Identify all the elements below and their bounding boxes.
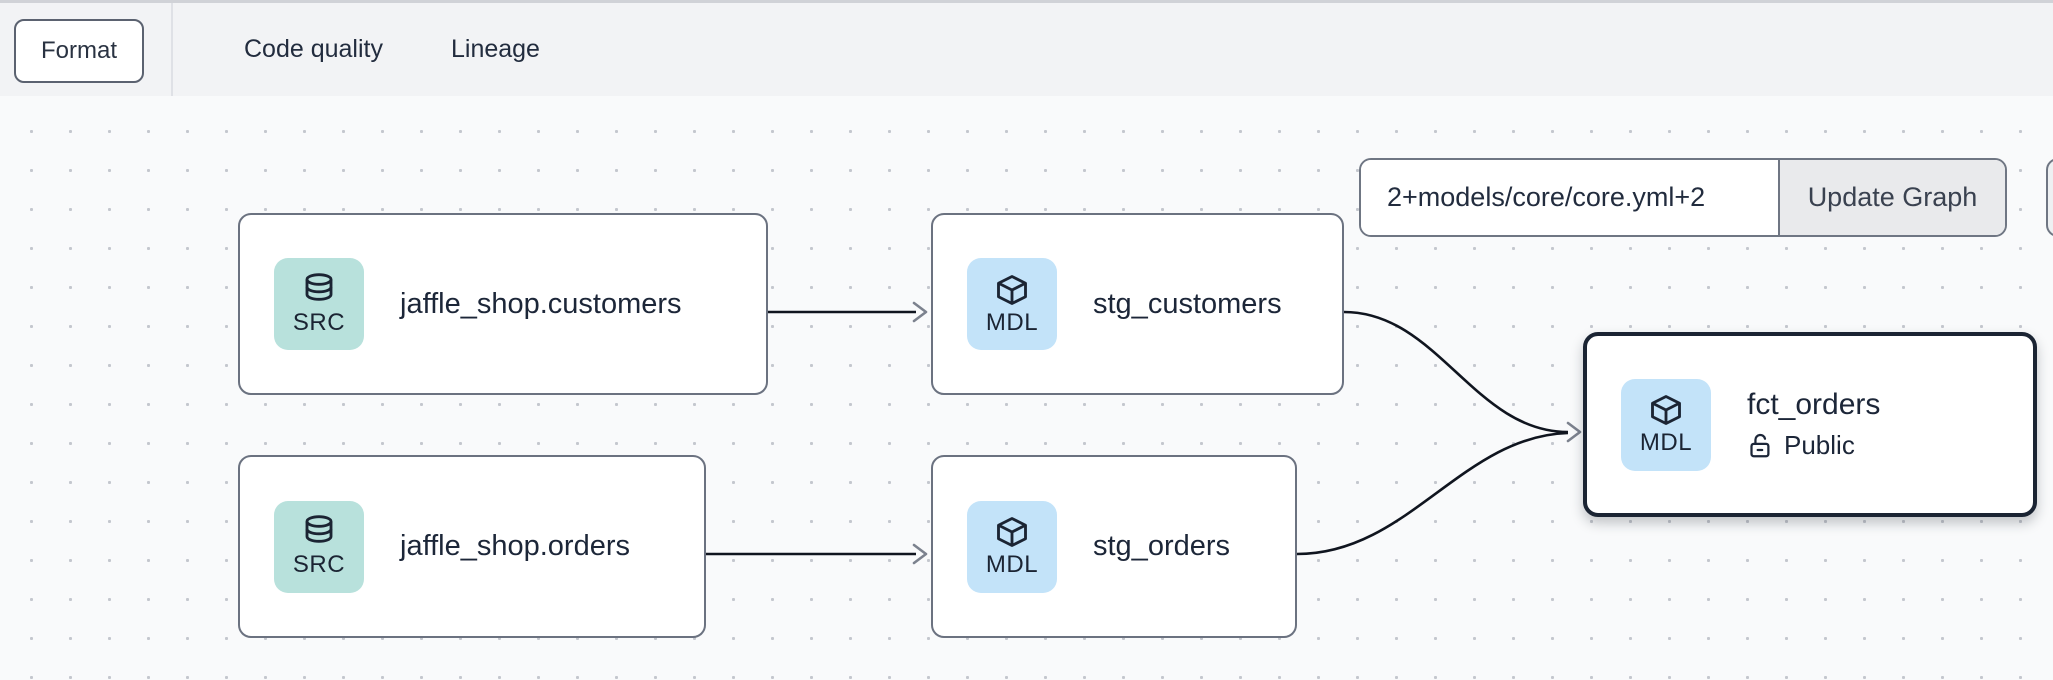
database-icon (305, 515, 333, 543)
tab-lineage[interactable]: Lineage (416, 3, 574, 101)
node-title: fct_orders (1747, 388, 1881, 421)
node-type-label: MDL (985, 551, 1039, 578)
cube-icon (1651, 395, 1681, 425)
node-fct-orders[interactable]: MDL fct_orders Public (1583, 332, 2037, 517)
node-title: stg_customers (1093, 287, 1282, 320)
cube-icon (997, 517, 1027, 547)
node-jaffle-shop-customers[interactable]: SRC jaffle_shop.customers (238, 213, 768, 395)
node-stg-orders[interactable]: MDL stg_orders (931, 455, 1297, 638)
access-label: Public (1784, 430, 1855, 460)
topbar-divider (171, 3, 173, 96)
node-title: jaffle_shop.customers (400, 287, 682, 320)
lineage-edges (706, 301, 1582, 565)
selector-group: Update Graph (1359, 158, 2007, 237)
arrowhead-icon (1566, 421, 1582, 443)
node-stg-customers[interactable]: MDL stg_customers (931, 213, 1344, 395)
lineage-canvas[interactable]: SRC jaffle_shop.customers MDL stg_custom… (0, 96, 2053, 680)
source-badge: SRC (274, 500, 364, 593)
node-type-label: MDL (1639, 429, 1693, 456)
node-title: jaffle_shop.orders (400, 530, 631, 562)
access-row: Public (1747, 430, 1880, 461)
database-icon (305, 272, 333, 301)
top-bar: Format Code quality Lineage (0, 0, 2053, 101)
source-badge: SRC (274, 258, 364, 350)
tab-code-quality[interactable]: Code quality (244, 35, 383, 63)
node-type-label: MDL (985, 308, 1039, 336)
cube-icon (997, 274, 1027, 305)
node-type-label: SRC (292, 551, 346, 578)
arrowhead-icon (912, 301, 928, 323)
unlock-icon (1750, 433, 1770, 458)
selector-input[interactable] (1361, 160, 1778, 235)
node-type-label: SRC (292, 308, 346, 336)
tab-bar: Code quality Lineage (210, 3, 574, 101)
arrowhead-icon (912, 543, 928, 565)
edge-stgorders-fct (1296, 431, 1569, 556)
edge-stgcustomers-fct (1343, 310, 1569, 434)
node-jaffle-shop-orders[interactable]: SRC jaffle_shop.orders (238, 455, 706, 638)
update-graph-button[interactable]: Update Graph (1778, 160, 2005, 235)
format-button[interactable]: Format (14, 19, 144, 83)
model-badge: MDL (967, 500, 1057, 593)
model-badge: MDL (1621, 378, 1711, 471)
model-badge: MDL (967, 258, 1057, 350)
cropped-right-button[interactable] (2046, 158, 2053, 237)
node-title: stg_orders (1093, 530, 1231, 562)
